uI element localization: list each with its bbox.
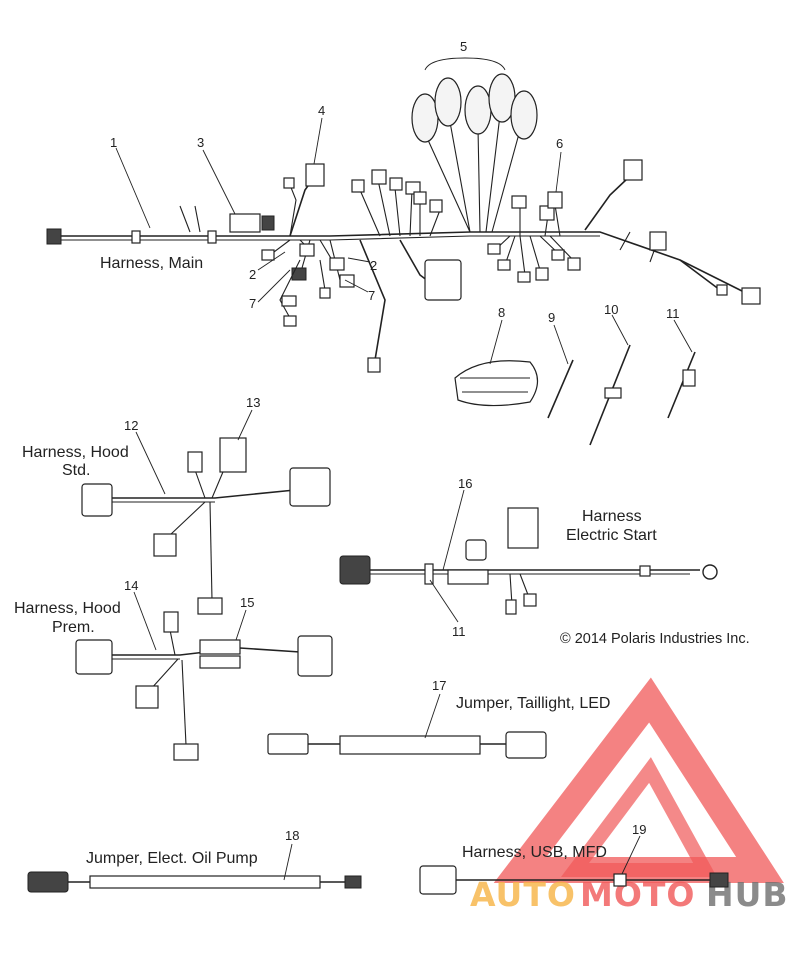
title-harness-usb: Harness, USB, MFD xyxy=(462,844,607,861)
callout-numbers: 1 2 3 4 5 6 7 2 7 8 9 10 11 12 13 14 15 … xyxy=(110,39,680,843)
callout-7b: 7 xyxy=(368,288,375,303)
leader-lines xyxy=(115,57,693,881)
callout-19: 19 xyxy=(632,822,646,837)
callout-10: 10 xyxy=(604,302,618,317)
callout-14: 14 xyxy=(124,578,138,593)
jumper-oil-pump-drawing xyxy=(27,871,362,893)
callout-11: 11 xyxy=(666,306,680,321)
title-hood-prem-line1: Harness, Hood xyxy=(14,600,121,617)
callout-3: 3 xyxy=(197,135,204,150)
callout-1: 1 xyxy=(110,135,117,150)
loose-parts xyxy=(454,344,696,446)
harness-titles: Harness, Main Harness, Hood Std. Harness… xyxy=(14,255,750,867)
callout-16: 16 xyxy=(458,476,472,491)
callout-9: 9 xyxy=(548,310,555,325)
title-elec-start-line1: Harness xyxy=(582,508,642,525)
title-harness-main: Harness, Main xyxy=(100,255,203,272)
hood-prem-harness-drawing xyxy=(75,611,333,761)
callout-5: 5 xyxy=(460,39,467,54)
title-jumper-oil-pump: Jumper, Elect. Oil Pump xyxy=(86,850,258,867)
callout-2b: 2 xyxy=(370,258,377,273)
main-harness-drawing xyxy=(46,73,761,373)
copyright-notice: © 2014 Polaris Industries Inc. xyxy=(560,631,750,647)
callout-12: 12 xyxy=(124,418,138,433)
title-hood-std-line1: Harness, Hood xyxy=(22,444,129,461)
callout-15: 15 xyxy=(240,595,254,610)
hood-std-harness-drawing xyxy=(81,437,331,615)
callout-11b: 11 xyxy=(452,624,466,639)
watermark-logo: AUTO MOTO HUB xyxy=(470,677,788,914)
callout-17: 17 xyxy=(432,678,446,693)
watermark-moto: MOTO xyxy=(580,875,695,914)
callout-7: 7 xyxy=(249,296,256,311)
elec-start-harness-drawing xyxy=(339,507,718,615)
title-hood-std-line2: Std. xyxy=(62,462,90,479)
watermark-auto: AUTO xyxy=(470,875,576,914)
title-hood-prem-line2: Prem. xyxy=(52,619,95,636)
callout-4: 4 xyxy=(318,103,325,118)
callout-13: 13 xyxy=(246,395,260,410)
callout-6: 6 xyxy=(556,136,563,151)
title-jumper-taillight: Jumper, Taillight, LED xyxy=(456,695,610,712)
callout-2: 2 xyxy=(249,267,256,282)
jumper-taillight-drawing xyxy=(267,731,547,759)
callout-18: 18 xyxy=(285,828,299,843)
title-elec-start-line2: Electric Start xyxy=(566,527,657,544)
callout-8: 8 xyxy=(498,305,505,320)
harness-usb-drawing xyxy=(419,865,729,895)
